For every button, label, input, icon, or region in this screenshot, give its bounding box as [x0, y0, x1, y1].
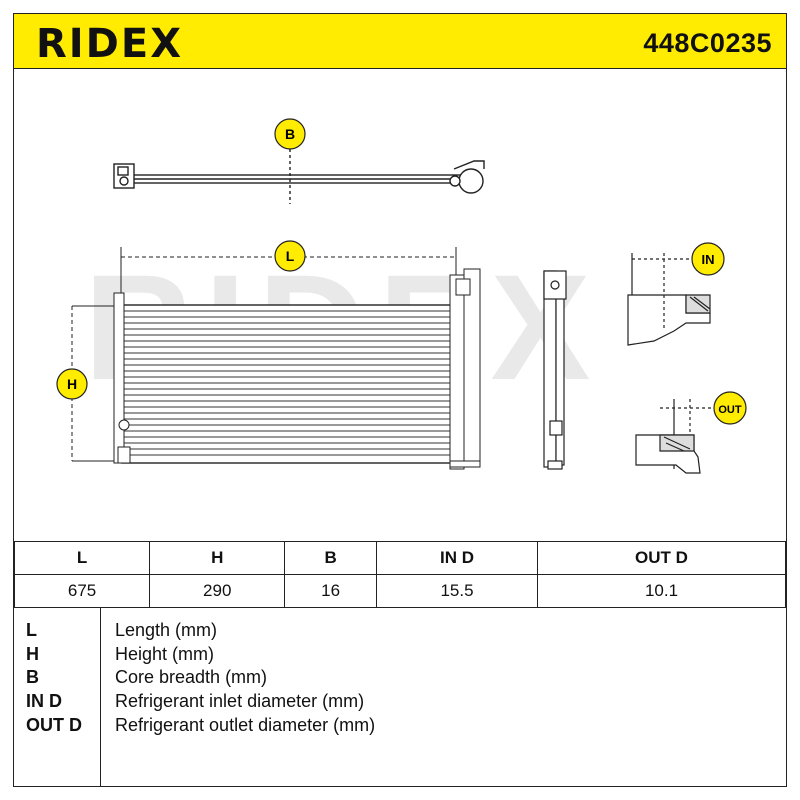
legend-row-l: L Length (mm) — [14, 620, 786, 644]
brand-logo: RIDEX — [36, 21, 184, 67]
spec-value-out-d: 10.1 — [537, 574, 786, 608]
out-label: OUT — [718, 404, 742, 416]
legend-divider — [100, 608, 101, 786]
side-view — [543, 270, 567, 470]
spec-header-row: L H B IN D OUT D — [13, 541, 786, 575]
in-label: IN — [702, 252, 715, 267]
technical-drawing: RIDEX B — [56, 118, 747, 474]
spec-value-h: 290 — [149, 574, 286, 608]
legend-key: L — [26, 620, 37, 640]
spec-header-l: L — [13, 541, 151, 575]
b-label: B — [285, 126, 295, 142]
header-bar: RIDEX 448C0235 — [14, 14, 786, 69]
legend: L Length (mm) H Height (mm) B Core bread… — [14, 608, 786, 786]
top-view — [113, 149, 485, 204]
h-label: H — [67, 376, 77, 392]
front-view — [71, 247, 481, 470]
legend-description: Height (mm) — [115, 644, 215, 664]
spec-header-b: B — [284, 541, 377, 575]
spec-value-b: 16 — [284, 574, 377, 608]
spec-table: L H B IN D OUT D 675 290 16 15.5 10.1 — [13, 541, 786, 608]
spec-header-in-d: IN D — [375, 541, 539, 575]
spec-value-in-d: 15.5 — [375, 574, 539, 608]
spec-header-h: H — [149, 541, 286, 575]
legend-key: IN D — [26, 691, 62, 711]
legend-row-h: H Height (mm) — [14, 644, 786, 668]
legend-row-b: B Core breadth (mm) — [14, 667, 786, 691]
legend-description: Length (mm) — [115, 620, 218, 640]
legend-description: Refrigerant inlet diameter (mm) — [115, 691, 365, 711]
legend-row-in-d: IN D Refrigerant inlet diameter (mm) — [14, 691, 786, 715]
spec-header-out-d: OUT D — [537, 541, 786, 575]
h-marker — [56, 368, 88, 400]
legend-key: B — [26, 667, 39, 687]
in-marker — [691, 242, 725, 276]
legend-key: H — [26, 644, 39, 664]
legend-key: OUT D — [26, 715, 82, 735]
spec-value-l: 675 — [13, 574, 151, 608]
legend-description: Core breadth (mm) — [115, 667, 268, 687]
out-marker — [713, 391, 747, 425]
b-marker — [274, 118, 306, 150]
spec-value-row: 675 290 16 15.5 10.1 — [13, 574, 786, 608]
page-frame — [13, 13, 787, 787]
l-label: L — [286, 248, 295, 264]
in-detail — [627, 253, 714, 346]
part-number: 448C0235 — [643, 28, 772, 58]
out-detail — [635, 399, 718, 474]
legend-description: Refrigerant outlet diameter (mm) — [115, 715, 376, 735]
legend-row-out-d: OUT D Refrigerant outlet diameter (mm) — [14, 715, 786, 739]
l-marker — [274, 240, 306, 272]
fins — [124, 310, 450, 456]
